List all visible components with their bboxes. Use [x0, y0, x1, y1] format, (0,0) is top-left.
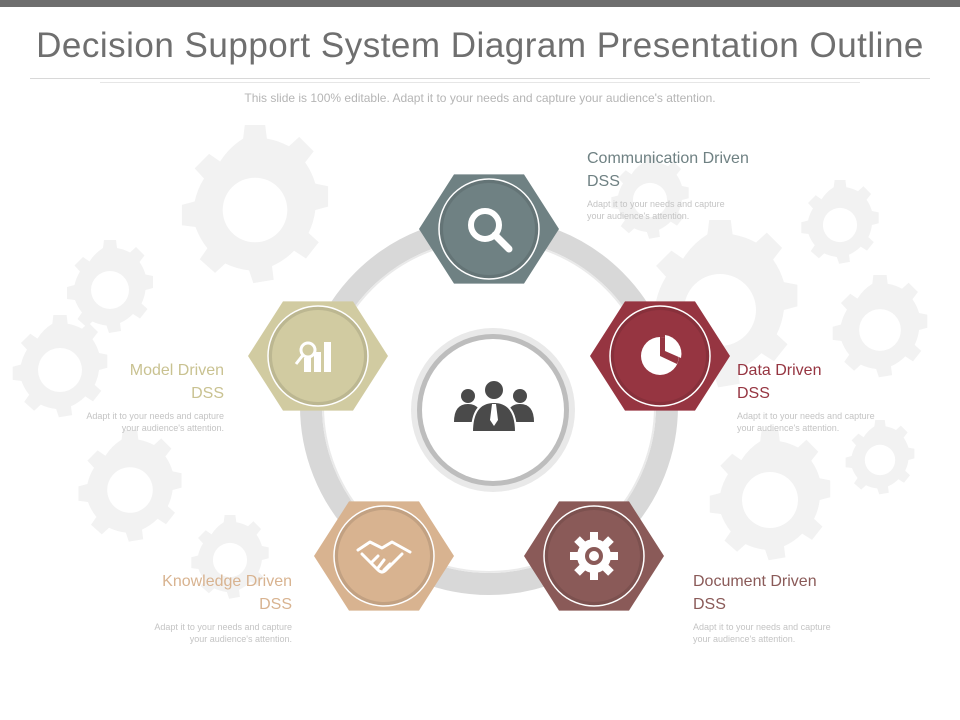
node-title-line2: DSS — [587, 173, 620, 190]
node-desc-line2: your audience's attention. — [737, 423, 840, 433]
background-gear-icon — [845, 420, 915, 495]
title-divider — [30, 78, 930, 79]
node-label-model: Model Driven DSS Adapt it to your needs … — [0, 359, 224, 434]
node-label-knowledge: Knowledge Driven DSS Adapt it to your ne… — [52, 570, 292, 645]
node-desc-line1: Adapt it to your needs and capture — [693, 622, 831, 632]
background-gear-icon — [611, 155, 689, 239]
node-title-line2: DSS — [737, 385, 770, 402]
gear-icon — [570, 532, 618, 580]
slide-subtitle: This slide is 100% editable. Adapt it to… — [244, 91, 716, 105]
handshake-icon — [356, 540, 412, 574]
node-title: Data Driven DSS — [737, 359, 960, 405]
background-gear-icon — [181, 125, 329, 284]
background-gear-icon — [12, 315, 108, 418]
node-description: Adapt it to your needs and capture your … — [0, 410, 224, 434]
node-desc-line1: Adapt it to your needs and capture — [86, 411, 224, 421]
node-label-data: Data Driven DSS Adapt it to your needs a… — [737, 359, 960, 434]
node-desc-line1: Adapt it to your needs and capture — [737, 411, 875, 421]
background-gear-icon — [191, 515, 269, 599]
hex-node-knowledge — [314, 501, 454, 611]
background-gear-icon — [709, 430, 831, 561]
pie-chart-icon — [641, 335, 682, 375]
node-title: Model Driven DSS — [0, 359, 224, 405]
node-title: Knowledge Driven DSS — [52, 570, 292, 616]
background-gears — [12, 125, 928, 599]
node-desc-line2: your audience's attention. — [587, 211, 690, 221]
node-desc-line2: your audience's attention. — [121, 423, 224, 433]
hex-node-data — [590, 301, 730, 411]
node-label-document: Document Driven DSS Adapt it to your nee… — [693, 570, 933, 645]
node-title-line1: Document Driven — [693, 573, 817, 590]
node-description: Adapt it to your needs and capture your … — [737, 410, 960, 434]
background-gear-icon — [78, 430, 182, 542]
node-title: Communication Driven DSS — [587, 147, 827, 193]
node-title: Document Driven DSS — [693, 570, 933, 616]
hex-node-communication — [419, 174, 559, 284]
hex-node-document — [524, 501, 664, 611]
chart-growth-icon — [294, 341, 331, 372]
node-desc-line1: Adapt it to your needs and capture — [154, 622, 292, 632]
node-description: Adapt it to your needs and capture your … — [587, 198, 827, 222]
node-desc-line1: Adapt it to your needs and capture — [587, 199, 725, 209]
node-title-line2: DSS — [693, 596, 726, 613]
node-title-line2: DSS — [259, 596, 292, 613]
background-gear-icon — [832, 275, 928, 378]
node-title-line1: Communication Driven — [587, 150, 749, 167]
node-title-line2: DSS — [191, 385, 224, 402]
people-group-icon — [454, 379, 534, 433]
node-description: Adapt it to your needs and capture your … — [52, 621, 292, 645]
slide-title: Decision Support System Diagram Presenta… — [36, 26, 924, 65]
title-divider-secondary — [100, 82, 860, 83]
node-desc-line2: your audience's attention. — [189, 634, 292, 644]
background-gear-icon — [801, 180, 879, 264]
node-desc-line2: your audience's attention. — [693, 634, 796, 644]
node-title-line1: Model Driven — [129, 362, 224, 379]
node-title-line1: Knowledge Driven — [162, 573, 292, 590]
background-gear-icon — [67, 240, 153, 333]
node-title-line1: Data Driven — [737, 362, 822, 379]
hex-node-model — [248, 301, 388, 411]
node-description: Adapt it to your needs and capture your … — [693, 621, 933, 645]
magnifier-icon — [468, 208, 513, 253]
top-accent-bar — [0, 0, 960, 7]
node-label-communication: Communication Driven DSS Adapt it to you… — [587, 147, 827, 222]
